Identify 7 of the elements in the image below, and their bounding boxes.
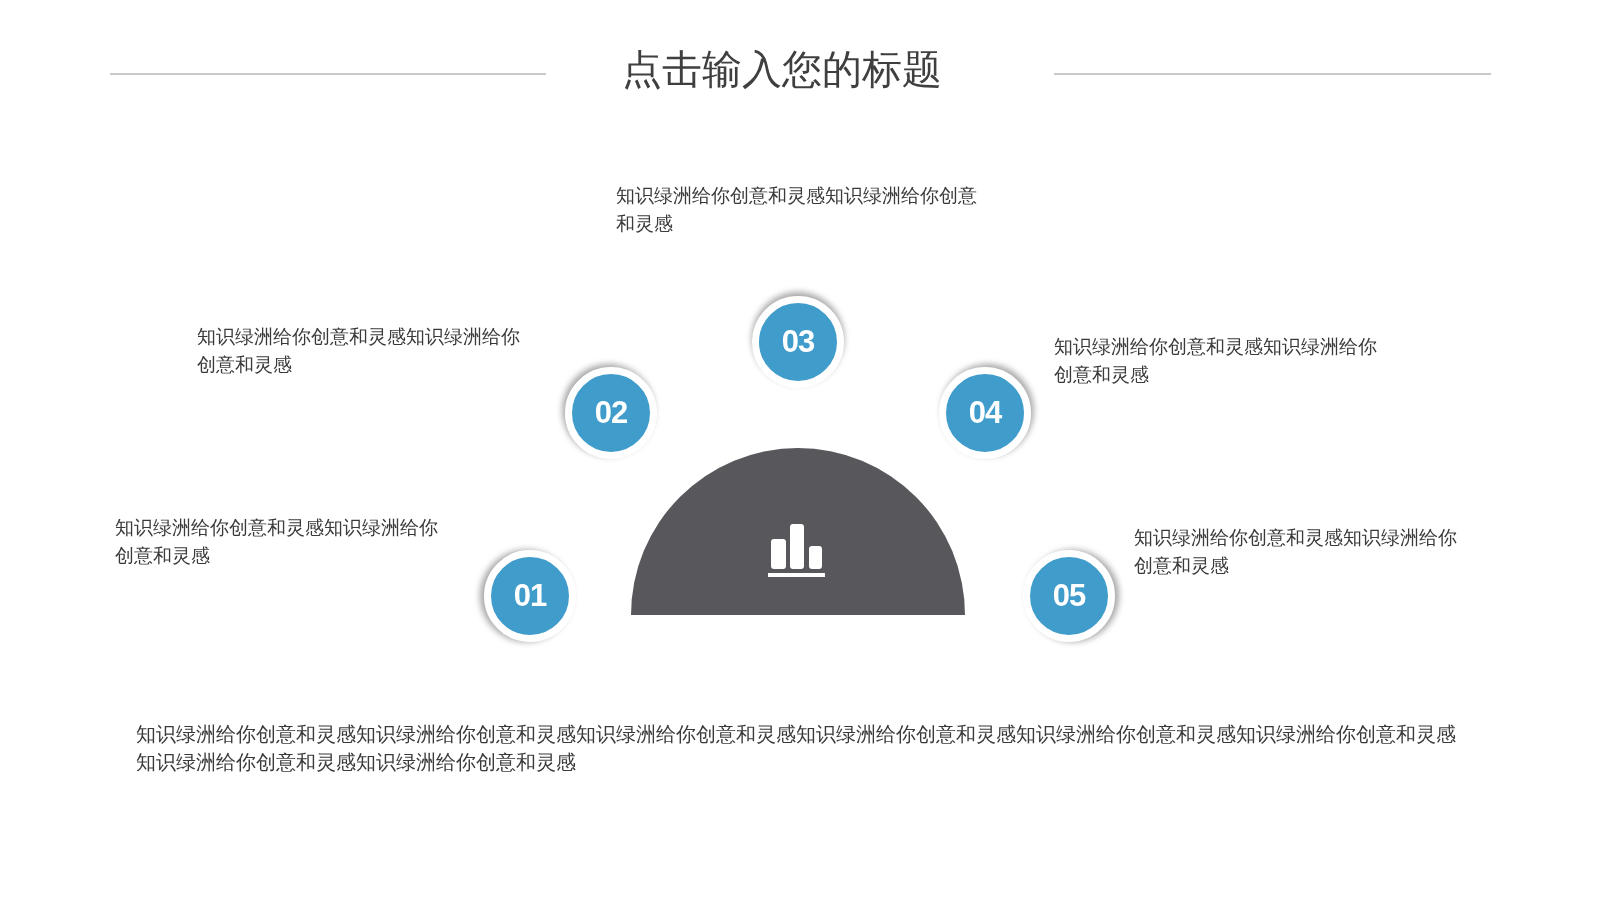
body-text: 知识绿洲给你创意和灵感知识绿洲给你创意和灵感知识绿洲给你创意和灵感知识绿洲给你创意和灵感知识绿洲给你创意和灵感知识绿洲给你创意和灵感知识绿洲给你创意和灵感知识绿洲给你创意和灵感 (136, 722, 1457, 775)
description-text: 知识绿洲给你创意和灵感知识绿洲给你创意和灵感 (1054, 335, 1378, 387)
description-text: 知识绿洲给你创意和灵感知识绿洲给你创意和灵感 (1134, 526, 1458, 578)
description-text: 知识绿洲给你创意和灵感知识绿洲给你创意和灵感 (197, 325, 521, 377)
description-text: 知识绿洲给你创意和灵感知识绿洲给你创意和灵感 (616, 184, 978, 236)
description-text: 知识绿洲给你创意和灵感知识绿洲给你创意和灵感 (115, 516, 439, 568)
title: 点击输入您的标题 (622, 46, 942, 93)
